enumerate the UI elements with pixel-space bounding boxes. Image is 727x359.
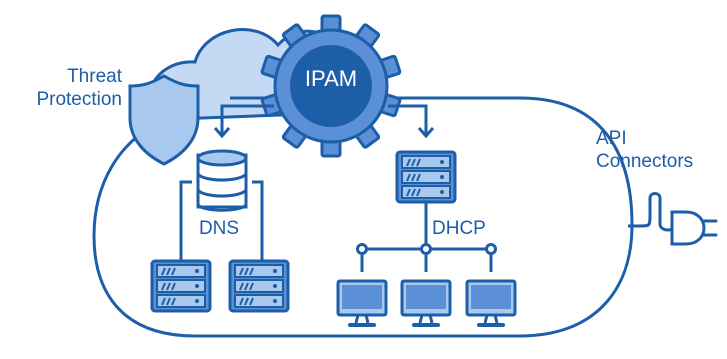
monitor-icon: [465, 279, 517, 327]
dhcp-server: [395, 150, 457, 204]
api-connectors-line-2: Connectors: [596, 150, 694, 172]
ipam-to-dns-arrow: [213, 104, 274, 139]
dns-label: DNS: [186, 218, 252, 241]
threat-protection-line-1: Threat: [67, 66, 122, 87]
api-connectors-line-1: API: [596, 128, 627, 149]
api-connectors-label: API Connectors: [596, 128, 693, 174]
threat-protection-label: Threat Protection: [0, 66, 122, 112]
monitor-icon: [336, 279, 388, 327]
network-boundary: [92, 96, 634, 338]
gear-icon: [260, 14, 402, 158]
dns-server-1: [150, 259, 212, 313]
monitor-icon: [400, 279, 452, 327]
shield-icon: [128, 74, 200, 166]
database-icon: [196, 149, 248, 212]
dhcp-junctions: [356, 243, 497, 255]
threat-protection-line-2: Protection: [36, 88, 122, 110]
dhcp-label: DHCP: [432, 218, 486, 241]
api-cable: [628, 192, 678, 232]
plug-icon: [670, 210, 718, 246]
ipam-to-dhcp-arrow: [388, 104, 435, 139]
dns-server-2: [228, 259, 290, 313]
ipam-label: IPAM: [304, 66, 358, 91]
dns-connectors: [179, 180, 264, 262]
